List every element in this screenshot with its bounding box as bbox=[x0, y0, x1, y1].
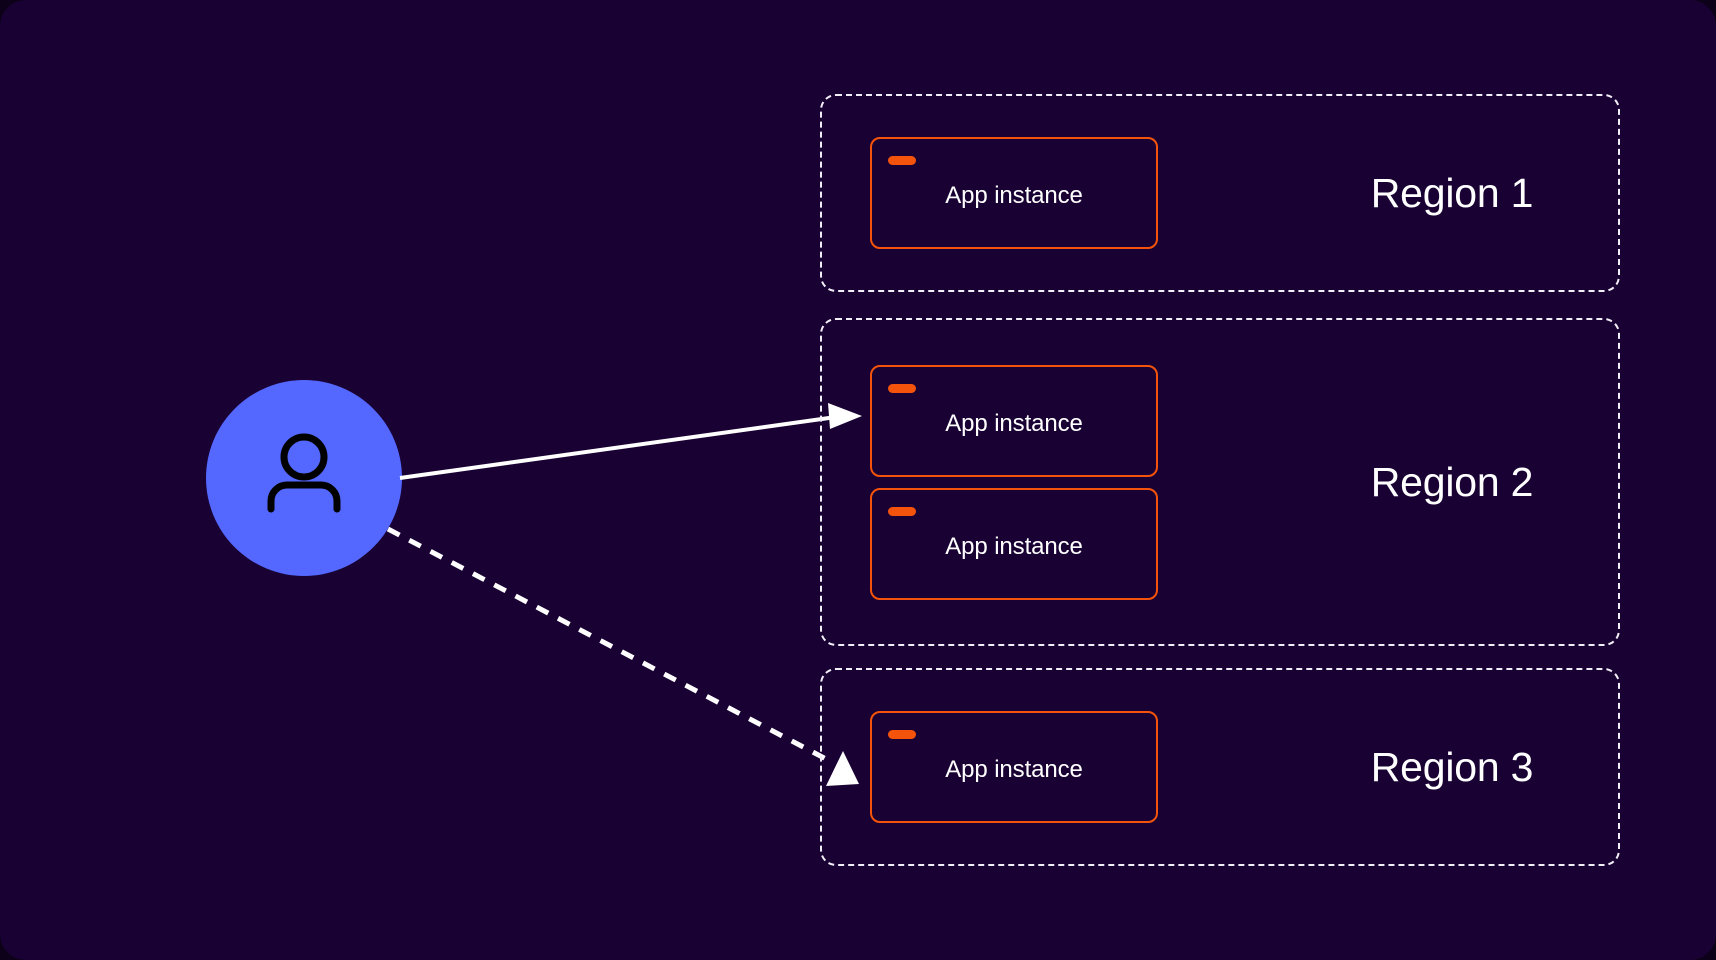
app-instance-card[interactable]: App instance bbox=[870, 711, 1158, 823]
status-pill-icon bbox=[888, 156, 916, 165]
app-instance-label: App instance bbox=[945, 532, 1083, 560]
region-1-instances: App instance bbox=[870, 137, 1158, 249]
region-2-instances: App instance App instance bbox=[870, 364, 1158, 600]
status-pill-icon bbox=[888, 383, 916, 393]
status-pill-icon bbox=[888, 730, 916, 739]
status-pill-icon bbox=[888, 506, 916, 516]
app-instance-label: App instance bbox=[945, 409, 1083, 437]
region-container-2: App instance App instance Region 2 bbox=[820, 318, 1620, 646]
app-instance-card[interactable]: App instance bbox=[870, 137, 1158, 249]
region-label: Region 1 bbox=[1370, 169, 1534, 216]
app-instance-label: App instance bbox=[945, 756, 1083, 783]
region-label: Region 3 bbox=[1370, 743, 1534, 790]
dashed-connector bbox=[386, 526, 859, 786]
solid-connector bbox=[399, 403, 862, 480]
user-avatar bbox=[206, 380, 402, 576]
region-container-1: App instance Region 1 bbox=[820, 94, 1620, 292]
region-label: Region 2 bbox=[1370, 458, 1534, 505]
app-instance-card[interactable]: App instance bbox=[870, 364, 1158, 477]
app-instance-card[interactable]: App instance bbox=[870, 487, 1158, 600]
region-3-instances: App instance bbox=[870, 711, 1158, 823]
user-icon bbox=[267, 433, 341, 513]
region-container-3: App instance Region 3 bbox=[820, 668, 1620, 866]
app-instance-label: App instance bbox=[945, 182, 1083, 209]
